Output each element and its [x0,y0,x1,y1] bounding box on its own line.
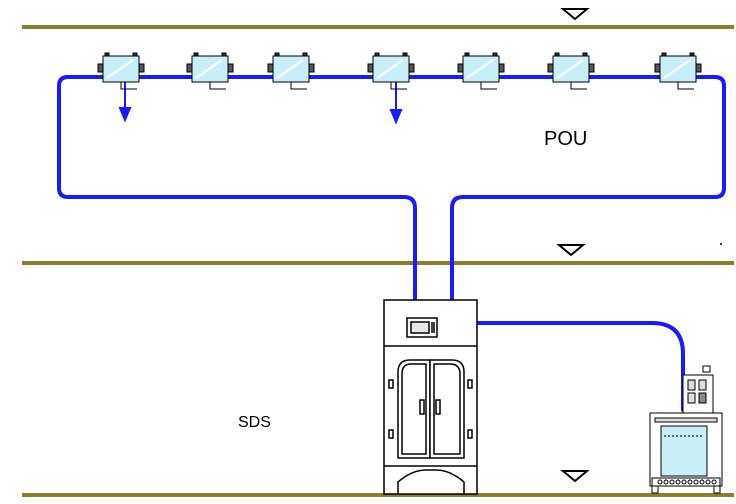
middle-floor-line [22,261,734,265]
drain-arrows [118,80,403,125]
sds-cabinet [383,299,478,495]
cabinet-left-door [397,359,431,459]
sds-label: SDS [238,414,271,431]
valve-box-icon [186,52,234,90]
valve-box-icon [457,52,505,90]
level-markers [556,8,590,483]
cabinet-base-arch [397,469,465,494]
level-marker-icon [560,8,590,21]
level-marker-icon [560,470,590,483]
drain-arrow-icon [389,80,403,125]
valve-box-icon [367,52,415,90]
tank-feed-pipe [475,321,685,412]
pou-label: POU [544,128,587,150]
valve-box-icon [267,52,315,90]
water-tank [660,425,708,477]
tank-unit [649,365,723,494]
cabinet-right-door [429,359,465,459]
cabinet-handle-icon [419,399,425,415]
valve-box-icon [97,52,145,90]
floor-lines [22,25,734,497]
drain-arrow-icon [118,80,132,123]
valve-row [97,52,702,90]
upper-floor-line [22,25,734,29]
valve-box-icon [654,52,702,90]
cabinet-handle-icon [435,399,441,415]
level-marker-icon [556,244,586,257]
lower-floor-line [22,493,734,497]
valve-box-icon [547,52,595,90]
